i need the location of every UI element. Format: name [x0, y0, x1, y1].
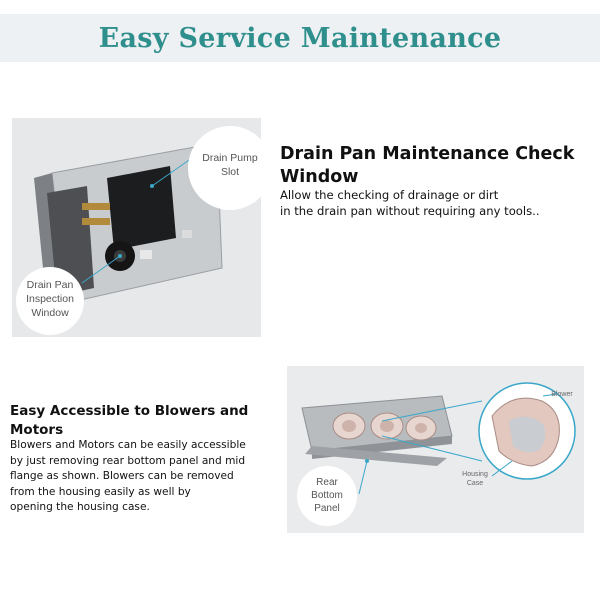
blowers-heading: Easy Accessible to Blowers and Motors — [10, 403, 249, 438]
callout-housing-case: Housing Case — [462, 471, 488, 487]
callout-blower: Blower — [551, 391, 573, 398]
drain-pan-description: Allow the checking of drainage or dirt i… — [280, 188, 540, 218]
callout-drain-pan-window: Drain Pan Inspection Window — [26, 279, 74, 319]
drain-pan-illustration — [16, 126, 261, 335]
page-title: Easy Service Maintenance — [98, 22, 502, 54]
callout-drain-pump-slot: Drain Pump Slot — [202, 152, 258, 178]
callout-rear-bottom-panel: Rear Bottom Panel — [311, 477, 343, 514]
blower-assembly-illustration — [297, 382, 576, 526]
drain-pan-heading: Drain Pan Maintenance Check Window — [280, 144, 575, 187]
drain-pan-photo: Drain Pump Slot Drain Pan Inspection Win… — [12, 118, 261, 337]
blowers-description: Blowers and Motors can be easily accessi… — [10, 439, 246, 513]
blower-assembly-photo: Blower Housing Case Rear Bottom Panel — [287, 366, 584, 533]
header-banner: Easy Service Maintenance — [0, 14, 600, 62]
